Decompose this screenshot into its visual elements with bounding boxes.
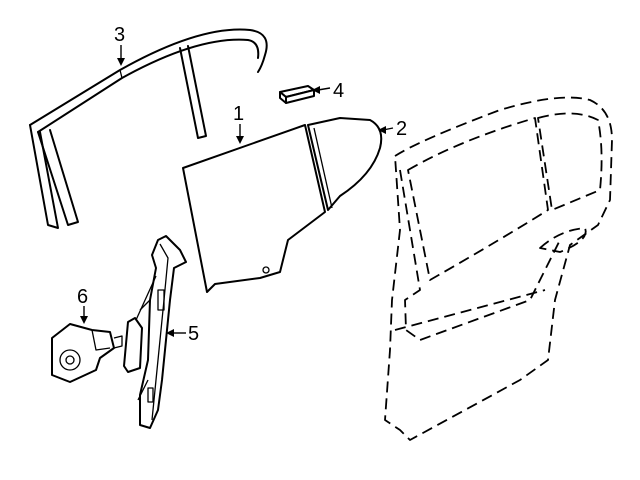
callout-3: 3 (114, 24, 125, 46)
callout-6: 6 (77, 286, 88, 308)
callout-5: 5 (188, 323, 199, 345)
door-outline (384, 96, 613, 441)
leader-lines (80, 45, 394, 337)
window-motor[interactable] (51, 323, 123, 383)
callout-4: 4 (333, 80, 344, 102)
window-regulator[interactable] (123, 235, 187, 429)
door-glass[interactable] (182, 124, 326, 293)
callout-2: 2 (396, 118, 407, 140)
quarter-glass[interactable] (307, 117, 383, 211)
clip-part[interactable] (279, 85, 315, 104)
window-frame-channel[interactable] (29, 28, 268, 229)
callout-1: 1 (233, 103, 244, 125)
